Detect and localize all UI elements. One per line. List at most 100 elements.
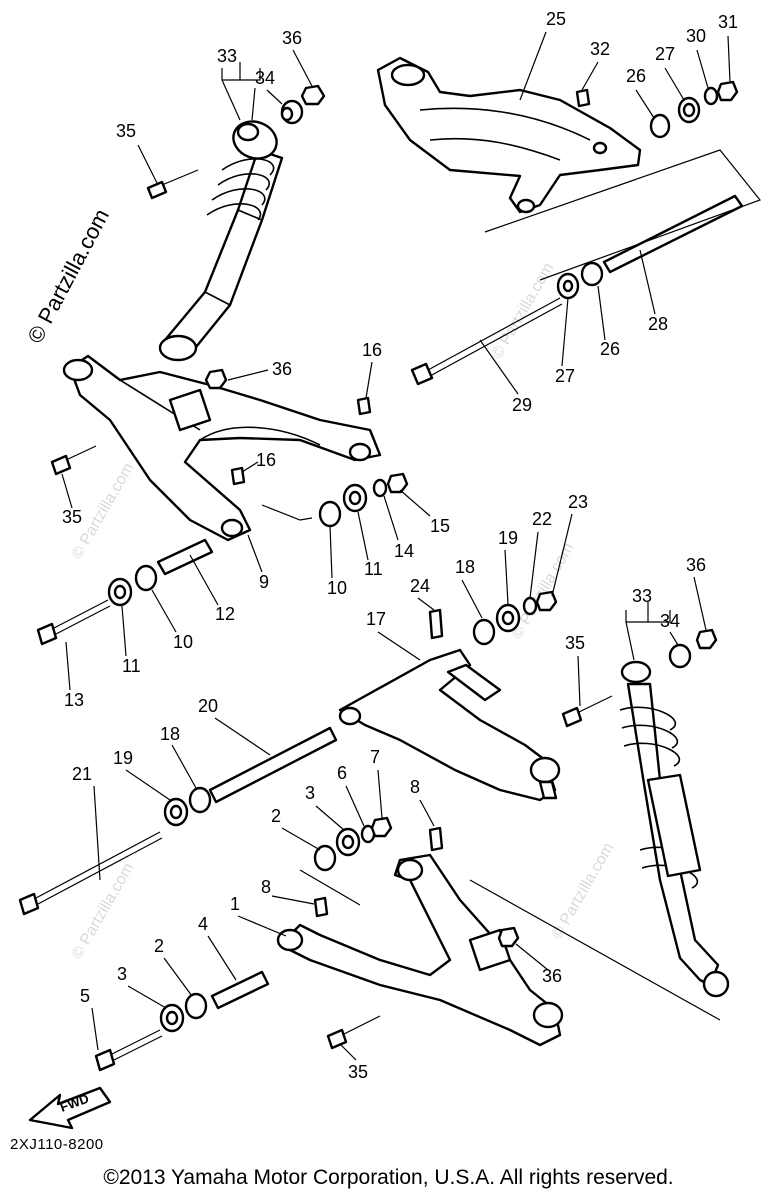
svg-text:© Partzilla.com: © Partzilla.com bbox=[549, 840, 618, 942]
callout-34: 34 bbox=[255, 68, 275, 88]
callout-10: 10 bbox=[173, 632, 193, 652]
seal-27-lower bbox=[556, 272, 580, 300]
callout-11: 11 bbox=[122, 656, 141, 676]
bushing-2-lower bbox=[184, 992, 208, 1020]
callout-5: 5 bbox=[80, 986, 90, 1006]
callout-8: 8 bbox=[410, 777, 420, 797]
seal-3-lower bbox=[159, 1003, 185, 1033]
grease-nipple-8-lower bbox=[313, 896, 329, 918]
callout-12: 12 bbox=[215, 604, 235, 624]
leader-9-arm bbox=[261, 504, 313, 521]
callout-36: 36 bbox=[282, 28, 302, 48]
callout-36: 36 bbox=[272, 359, 292, 379]
callout-26: 26 bbox=[600, 339, 620, 359]
callout-25: 25 bbox=[546, 9, 566, 29]
front-shock-absorber-lower bbox=[619, 660, 730, 998]
bushing-26-upper bbox=[649, 113, 671, 139]
bushing-2-upper bbox=[313, 844, 337, 872]
grease-nipple-8-upper bbox=[428, 826, 444, 852]
callout-28: 28 bbox=[648, 314, 668, 334]
grease-nipple-32 bbox=[575, 88, 591, 108]
callout-21: 21 bbox=[72, 764, 92, 784]
collar-4 bbox=[210, 970, 270, 1010]
washer-30 bbox=[703, 86, 719, 106]
seal-11-upper bbox=[342, 483, 368, 513]
nut-36-left-arm bbox=[204, 368, 228, 390]
rear-shock-absorber-upper bbox=[158, 120, 284, 362]
bolt-13 bbox=[36, 599, 111, 646]
bushing-18-lower bbox=[188, 786, 212, 814]
callout-3: 3 bbox=[305, 783, 315, 803]
callout-4: 4 bbox=[198, 914, 208, 934]
callout-1: 1 bbox=[230, 894, 240, 914]
bushing-10-upper bbox=[318, 500, 342, 528]
nut-36-upper bbox=[300, 84, 326, 106]
shock-bolt-35-upper bbox=[146, 169, 199, 200]
bolt-35-lower-shock bbox=[561, 695, 613, 728]
nut-7 bbox=[370, 816, 393, 838]
svg-text:© Partzilla.com: © Partzilla.com bbox=[509, 540, 578, 642]
shock-collar-34-lower bbox=[668, 643, 692, 669]
callout-18: 18 bbox=[160, 724, 180, 744]
callout-26: 26 bbox=[626, 66, 646, 86]
nut-36-bottom bbox=[497, 926, 520, 948]
washer-14 bbox=[372, 478, 388, 498]
callout-29: 29 bbox=[512, 395, 532, 415]
callout-16: 16 bbox=[256, 450, 276, 470]
seal-27-upper bbox=[677, 96, 701, 124]
callout-22: 22 bbox=[532, 509, 552, 529]
callout-14: 14 bbox=[394, 541, 414, 561]
pivot-shaft-20 bbox=[208, 726, 338, 804]
callout-36: 36 bbox=[542, 966, 562, 986]
callout-16: 16 bbox=[362, 340, 382, 360]
seal-3-upper bbox=[335, 827, 361, 857]
bolt-35-left-arm bbox=[50, 445, 97, 476]
callout-2: 2 bbox=[271, 806, 281, 826]
bolt-35-bottom bbox=[326, 1015, 381, 1050]
callout-15: 15 bbox=[430, 516, 450, 536]
callout-35: 35 bbox=[348, 1062, 368, 1082]
callout-9: 9 bbox=[259, 572, 269, 592]
callout-24: 24 bbox=[410, 576, 430, 596]
bushing-18-upper bbox=[472, 618, 496, 646]
callout-27: 27 bbox=[655, 44, 675, 64]
callout-8: 8 bbox=[261, 877, 271, 897]
callout-3: 3 bbox=[117, 964, 127, 984]
seal-11-lower bbox=[107, 577, 133, 607]
callout-27: 27 bbox=[555, 366, 575, 386]
seal-19-lower bbox=[163, 797, 189, 827]
upper-arm-17 bbox=[338, 648, 561, 802]
callout-33: 33 bbox=[632, 586, 652, 606]
grease-nipple-16-upper bbox=[356, 396, 372, 416]
callout-11: 11 bbox=[364, 559, 383, 579]
callout-31: 31 bbox=[718, 12, 738, 32]
grease-nipple-16-lower bbox=[230, 466, 246, 486]
callout-32: 32 bbox=[590, 39, 610, 59]
leader-box-lower-arm bbox=[299, 869, 721, 1021]
callout-13: 13 bbox=[64, 690, 84, 710]
callout-35: 35 bbox=[116, 121, 136, 141]
callout-7: 7 bbox=[370, 747, 380, 767]
callout-35: 35 bbox=[62, 507, 82, 527]
washer-22 bbox=[522, 596, 538, 616]
callout-19: 19 bbox=[498, 528, 518, 548]
diagram-code: 2XJ110-8200 bbox=[10, 1136, 104, 1153]
callout-20: 20 bbox=[198, 696, 218, 716]
bolt-5 bbox=[94, 1029, 163, 1072]
collar-12 bbox=[156, 538, 214, 576]
callout-36: 36 bbox=[686, 555, 706, 575]
grease-nipple-24 bbox=[428, 608, 444, 640]
nut-23 bbox=[535, 590, 558, 612]
bushing-26-lower bbox=[580, 261, 604, 287]
callout-10: 10 bbox=[327, 578, 347, 598]
forward-arrow-icon: FWD bbox=[28, 1086, 112, 1130]
lower-arm-left bbox=[62, 354, 382, 542]
bolt-29 bbox=[410, 297, 563, 386]
callout-6: 6 bbox=[337, 763, 347, 783]
nut-15 bbox=[386, 472, 409, 494]
leader-box-upper-arm bbox=[484, 149, 761, 281]
copyright-notice: ©2013 Yamaha Motor Corporation, U.S.A. A… bbox=[103, 1166, 674, 1189]
callout-23: 23 bbox=[568, 492, 588, 512]
pivot-shaft-28 bbox=[602, 194, 744, 274]
